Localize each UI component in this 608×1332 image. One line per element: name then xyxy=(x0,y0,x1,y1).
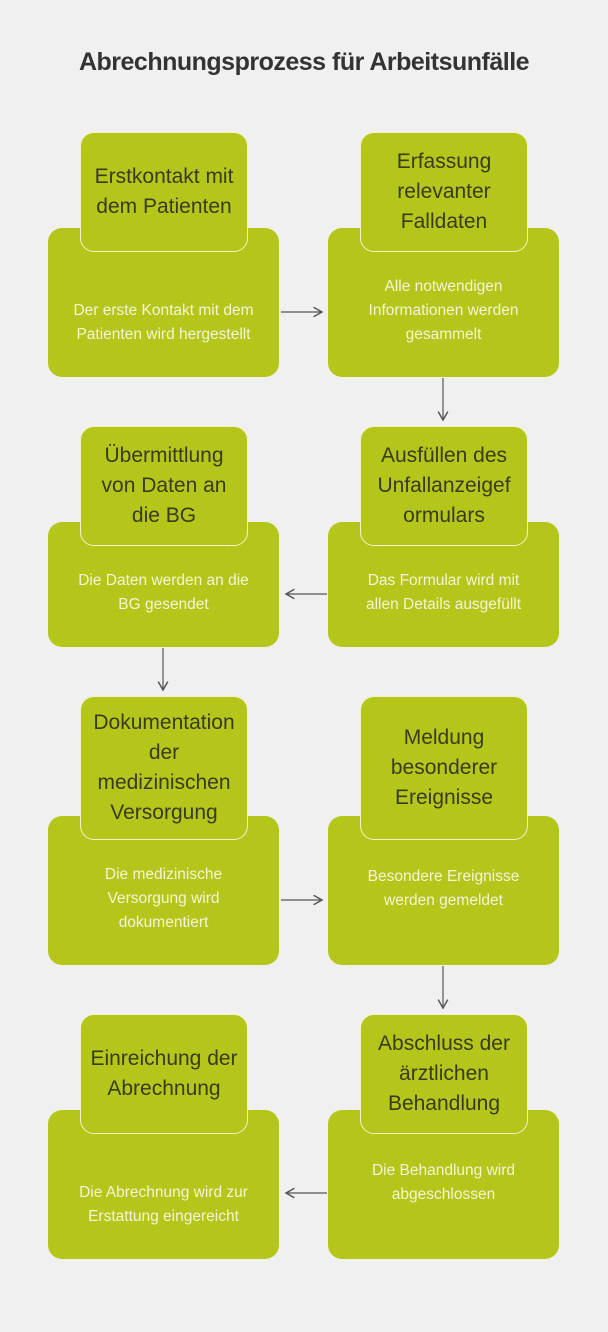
step-title: Erstkontakt mit dem Patienten xyxy=(94,165,234,218)
step-1-description-box: Der erste Kontakt mit dem Patienten wird… xyxy=(48,228,279,377)
step-title: Erfassung relevanter Falldaten xyxy=(396,150,492,233)
step-6-title-box: Meldung besonderer Ereignisse xyxy=(360,696,528,840)
step-5-title-box: Dokumentation der medizinischen Versorgu… xyxy=(80,696,248,840)
step-title: Ausfüllen des Unfallanzeigef ormulars xyxy=(377,444,511,527)
step-2-title-box: Erfassung relevanter Falldaten xyxy=(360,132,528,252)
step-6-description-box: Besondere Ereignisse werden gemeldet xyxy=(328,816,559,965)
step-description: Die Abrechnung wird zur Erstattung einge… xyxy=(79,1184,248,1225)
step-description: Alle notwendigen Informationen werden ge… xyxy=(368,278,519,343)
step-7-title-box: Abschluss der ärztlichen Behandlung xyxy=(360,1014,528,1134)
step-description: Besondere Ereignisse werden gemeldet xyxy=(367,868,520,909)
step-description: Die medizinische Versorgung wird dokumen… xyxy=(104,866,223,931)
step-8-title-box: Einreichung der Abrechnung xyxy=(80,1014,248,1134)
step-8-description-box: Die Abrechnung wird zur Erstattung einge… xyxy=(48,1110,279,1259)
step-1-title-box: Erstkontakt mit dem Patienten xyxy=(80,132,248,252)
step-title: Dokumentation der medizinischen Versorgu… xyxy=(93,711,235,824)
step-title: Meldung besonderer Ereignisse xyxy=(390,726,498,809)
step-description: Die Daten werden an die BG gesendet xyxy=(78,572,249,613)
step-2-description-box: Alle notwendigen Informationen werden ge… xyxy=(328,228,559,377)
step-description: Die Behandlung wird abgeschlossen xyxy=(371,1162,516,1203)
step-description: Das Formular wird mit allen Details ausg… xyxy=(365,572,522,613)
step-title: Abschluss der ärztlichen Behandlung xyxy=(378,1032,510,1115)
step-5-description-box: Die medizinische Versorgung wird dokumen… xyxy=(48,816,279,965)
step-description: Der erste Kontakt mit dem Patienten wird… xyxy=(73,302,254,343)
diagram-title: Abrechnungsprozess für Arbeitsunfälle xyxy=(78,48,530,76)
step-4-title-box: Übermittlung von Daten an die BG xyxy=(80,426,248,546)
step-title: Übermittlung von Daten an die BG xyxy=(101,444,227,527)
step-title: Einreichung der Abrechnung xyxy=(90,1047,238,1100)
step-3-title-box: Ausfüllen des Unfallanzeigef ormulars xyxy=(360,426,528,546)
step-7-description-box: Die Behandlung wird abgeschlossen xyxy=(328,1110,559,1259)
